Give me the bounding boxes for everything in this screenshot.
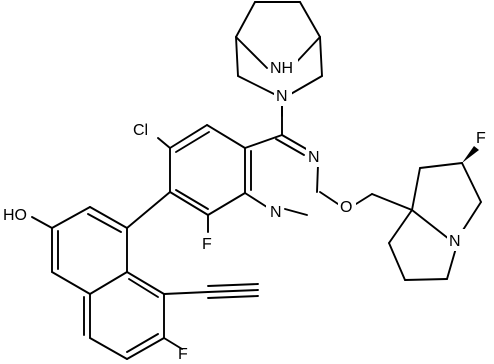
chloro-bond (157, 137, 171, 149)
quinazoline-ring (169, 99, 319, 216)
ether-linker (319, 191, 413, 211)
pyrrolizine-n-label: N (449, 233, 461, 250)
naphthalene-ring (51, 191, 171, 360)
nh-label: NH (270, 60, 293, 77)
fluoro-naphthalene-label: F (178, 346, 188, 363)
hydroxy-label: HO (3, 207, 27, 224)
atom-labels: NH N N N O N F Cl F HO F (3, 56, 486, 363)
hydroxy-bond (31, 216, 53, 229)
fluoro-quinazoline-label: F (202, 236, 212, 253)
amine-n-label: N (276, 88, 288, 105)
pyrrolizine-ring (388, 162, 482, 281)
ethynyl-group (163, 283, 259, 299)
fluoro-wedge-bond (462, 146, 479, 163)
fluoro-naphthalene-bond (163, 337, 183, 350)
chloro-label: Cl (133, 122, 148, 139)
quinazoline-n-bottom-label: N (270, 204, 282, 221)
diazabicyclo-ring (235, 1, 323, 96)
ether-o-label: O (340, 199, 352, 216)
fluoro-pyrrolizine-label: F (476, 130, 486, 147)
quinazoline-n-top-label: N (308, 149, 320, 166)
